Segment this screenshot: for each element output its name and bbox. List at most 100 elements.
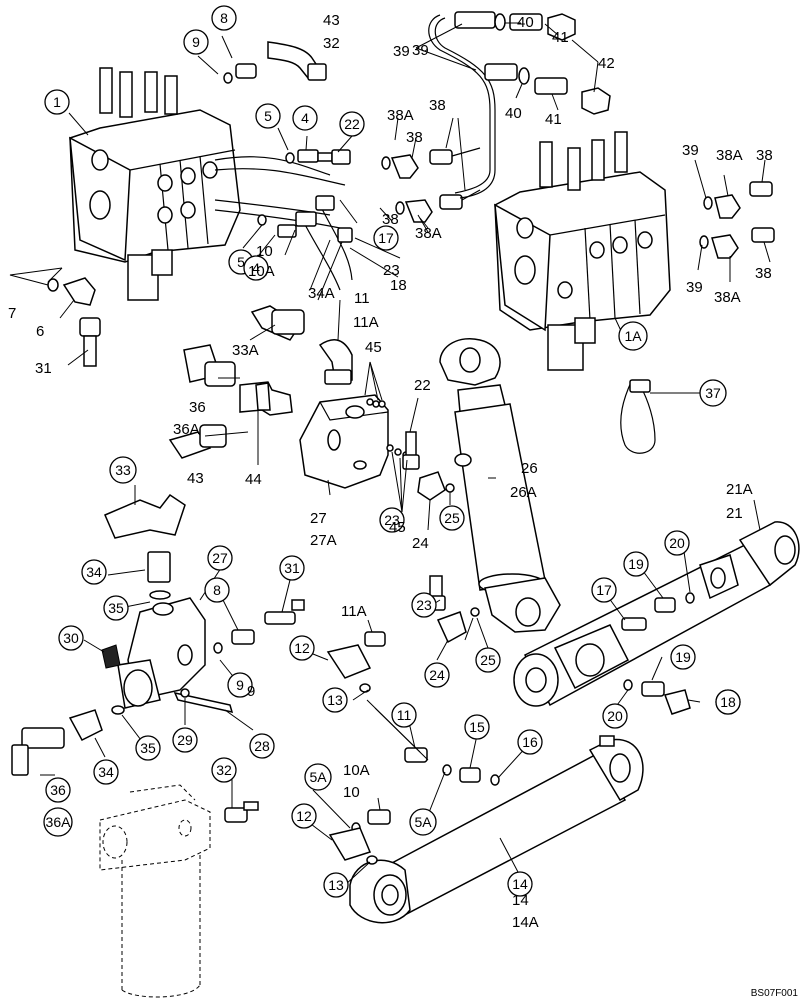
callout-18: 18 (715, 689, 741, 715)
callout-number: 8 (213, 582, 221, 598)
callout-number: 33 (115, 462, 131, 478)
callout-circle (439, 505, 465, 531)
figure-code: BS07F001 (751, 988, 799, 999)
callout-number: 5A (414, 814, 432, 830)
callout-number: 31 (284, 560, 300, 576)
callout-32: 32 (211, 757, 237, 783)
callout-29: 29 (172, 727, 198, 753)
elbow-6-and-tube-31 (47, 277, 101, 367)
part-label-27: 27 (310, 510, 327, 527)
callout-1: 1 (44, 89, 70, 115)
callout-number: 20 (669, 535, 685, 551)
callout-circle (81, 559, 107, 585)
callout-circle (602, 703, 628, 729)
callout-circle (623, 551, 649, 577)
callout-number: 20 (607, 708, 623, 724)
callout-number: 24 (429, 667, 445, 683)
part-label-38A: 38A (716, 147, 743, 164)
callout-circle (279, 555, 305, 581)
filter-housing-dashed (99, 784, 211, 998)
callout-circle (339, 111, 365, 137)
callout-number: 35 (140, 740, 156, 756)
fittings-lower-middle (224, 747, 500, 865)
callout-number: 30 (63, 630, 79, 646)
callout-33: 33 (109, 456, 137, 484)
control-valve-right (494, 131, 671, 371)
callout-13: 13 (323, 872, 349, 898)
part-label-21A: 21A (726, 481, 753, 498)
callout-circle (58, 625, 84, 651)
callout-number: 13 (327, 692, 343, 708)
part-label-33A: 33A (232, 342, 259, 359)
part-label-38: 38 (406, 129, 423, 146)
callout-35: 35 (103, 595, 129, 621)
callout-27: 27 (207, 545, 233, 571)
valve-block-27-upper (299, 394, 389, 489)
callout-circle (255, 103, 281, 129)
callout-number: 5A (309, 769, 327, 785)
part-label-38A: 38A (714, 289, 741, 306)
callout-35: 35 (135, 735, 161, 761)
part-label-18: 18 (390, 277, 407, 294)
callout-number: 5 (264, 108, 272, 124)
callout-circle (243, 255, 269, 281)
callout-19: 19 (623, 551, 649, 577)
callout-circle (715, 689, 741, 715)
callout-number: 8 (220, 10, 228, 26)
callout-circle (172, 727, 198, 753)
callout-17: 17 (373, 225, 399, 251)
fittings-11A-12-13-23-24-25 (326, 575, 480, 693)
callout-17: 17 (591, 577, 617, 603)
callout-circle (103, 595, 129, 621)
elbow-33-adapter-34 (104, 493, 186, 600)
part-label-38A: 38A (415, 225, 442, 242)
callout-number: 18 (720, 694, 736, 710)
callout-number: 34 (86, 564, 102, 580)
control-valve-left (69, 67, 241, 301)
callout-number: 13 (328, 877, 344, 893)
callout-circle (664, 530, 690, 556)
part-label-45: 45 (389, 519, 406, 536)
o-rings-45 (366, 398, 410, 459)
callout-number: 23 (384, 512, 400, 528)
callout-circle (424, 662, 450, 688)
part-label-45: 45 (365, 339, 382, 356)
callout-25: 25 (439, 505, 465, 531)
part-label-39: 39 (393, 43, 410, 60)
callout-11: 11 (391, 702, 417, 728)
callout-28: 28 (249, 733, 275, 759)
callout-number: 1 (53, 94, 61, 110)
callout-circle (670, 644, 696, 670)
part-label-11: 11 (354, 290, 370, 307)
callout-number: 34 (98, 764, 114, 780)
callout-13: 13 (322, 687, 348, 713)
callout-number: 4 (301, 110, 309, 126)
callout-36A: 36A (43, 807, 73, 837)
callout-1A: 1A (618, 321, 648, 351)
callout-5A: 5A (409, 808, 437, 836)
callout-circle (93, 759, 119, 785)
callout-5: 5 (255, 103, 281, 129)
part-label-11A: 11A (341, 603, 367, 620)
callout-number: 5 (237, 254, 245, 270)
part-label-40: 40 (505, 105, 522, 122)
part-label-27A: 27A (310, 532, 337, 549)
callout-circle (517, 729, 543, 755)
part-label-36: 36 (189, 399, 206, 416)
callout-number: 35 (108, 600, 124, 616)
callout-circle (249, 733, 275, 759)
callout-5A: 5A (304, 763, 332, 791)
fitting-group-4-5-22 (257, 149, 353, 243)
part-label-31: 31 (35, 360, 52, 377)
callout-circle (409, 808, 437, 836)
callout-number: 32 (216, 762, 232, 778)
callout-37: 37 (699, 379, 727, 407)
part-label-23: 23 (383, 262, 400, 279)
part-label-41: 41 (545, 111, 562, 128)
callout-4: 4 (292, 105, 318, 131)
part-label-10A: 10A (248, 263, 275, 280)
callout-number: 28 (254, 738, 270, 754)
part-label-38A: 38A (387, 107, 414, 124)
callout-number: 37 (705, 385, 721, 401)
